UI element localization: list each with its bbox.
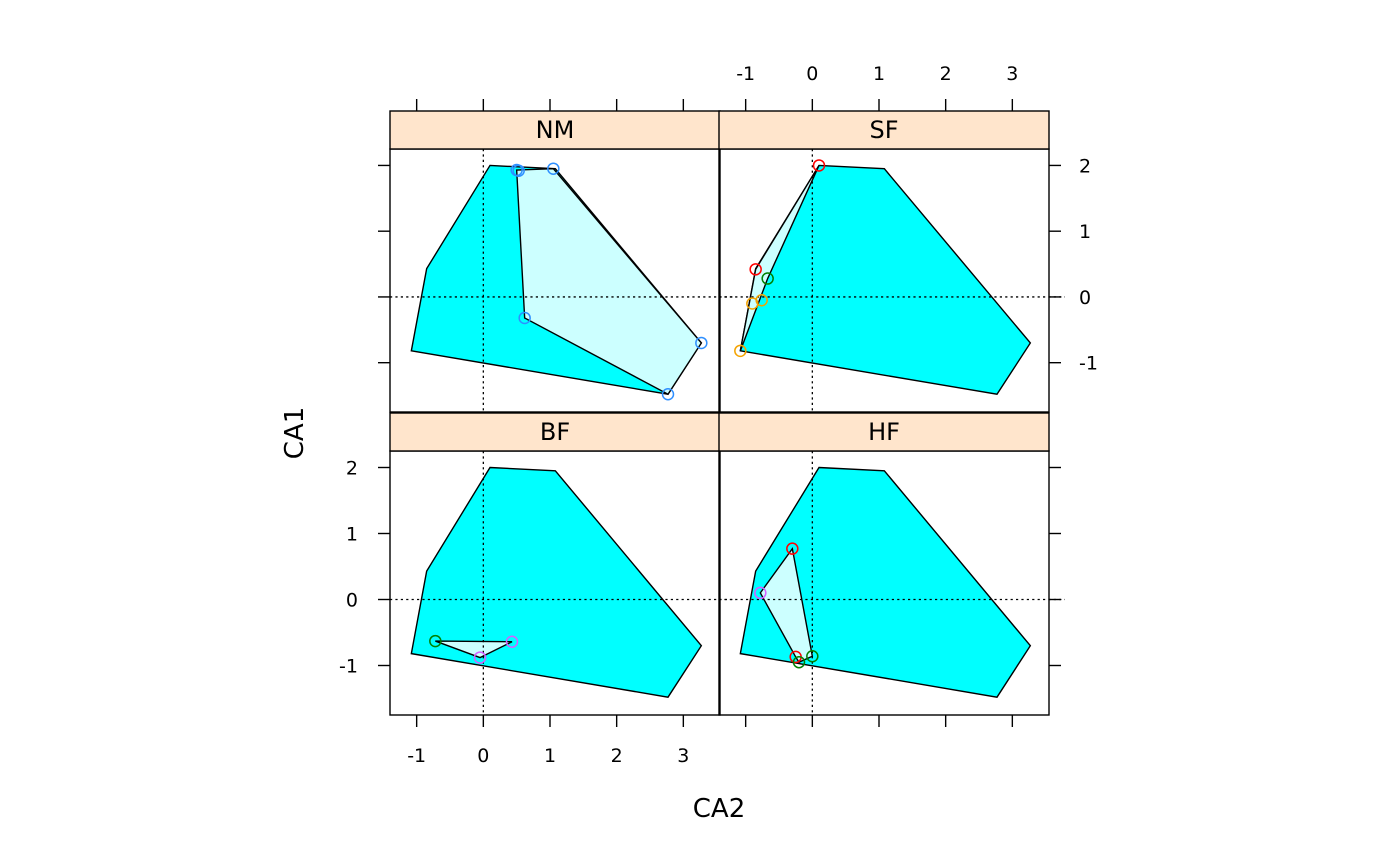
group-hull-polygon xyxy=(739,165,820,352)
data-point xyxy=(792,655,806,669)
x-tick-label: -1 xyxy=(736,63,755,85)
data-point xyxy=(754,586,767,600)
y-tick-label: 1 xyxy=(346,524,358,546)
x-tick-label: 2 xyxy=(940,63,952,85)
panel-nm: NM xyxy=(389,110,736,413)
strip-label: NM xyxy=(536,116,575,144)
y-axis-title: CA1 xyxy=(280,407,310,459)
x-tick-label: 3 xyxy=(1006,63,1018,85)
data-point xyxy=(749,263,762,276)
data-point xyxy=(429,634,442,648)
x-tick-label: 0 xyxy=(806,63,818,85)
strip-label: SF xyxy=(869,116,898,144)
group-hull-polygon xyxy=(435,640,513,659)
y-tick-label: 2 xyxy=(1079,155,1091,177)
x-tick-label: -1 xyxy=(407,745,426,767)
panel-sf: SF xyxy=(718,110,1065,413)
panel-plot-area xyxy=(739,149,1032,412)
panel-plot-area xyxy=(410,451,703,715)
data-point xyxy=(734,344,747,358)
strip-label: BF xyxy=(540,418,570,446)
data-point xyxy=(547,162,560,175)
strip-background xyxy=(389,110,721,150)
data-point xyxy=(661,387,675,401)
y-tick-label: -1 xyxy=(1079,353,1098,375)
x-tick-label: 2 xyxy=(611,745,623,767)
x-tick-label: 0 xyxy=(477,745,489,767)
overall-hull-polygon xyxy=(739,164,1032,396)
data-point xyxy=(786,542,799,555)
strip-background xyxy=(389,412,721,452)
data-point xyxy=(746,297,759,310)
strip-label: HF xyxy=(868,418,900,446)
panel-plot-area xyxy=(410,149,703,412)
panel-hf: HF xyxy=(718,412,1065,716)
y-tick-label: 0 xyxy=(1079,287,1091,309)
strip-background xyxy=(718,110,1050,150)
overall-hull-polygon xyxy=(410,466,703,698)
data-point xyxy=(512,164,525,177)
x-tick-label: 1 xyxy=(873,63,885,85)
data-point xyxy=(695,336,708,350)
x-tick-label: 1 xyxy=(544,745,556,767)
panel-plot-area xyxy=(739,451,1032,715)
x-tick-label: 3 xyxy=(677,745,689,767)
data-point xyxy=(812,159,826,172)
y-tick-label: 2 xyxy=(346,458,358,480)
group-hull-polygon xyxy=(759,546,814,664)
overall-hull-polygon xyxy=(739,466,1032,698)
data-point xyxy=(505,635,519,648)
y-tick-label: -1 xyxy=(339,656,358,678)
data-point xyxy=(806,650,819,663)
x-axis-title: CA2 xyxy=(693,794,745,824)
panel-bf: BF xyxy=(389,412,736,716)
data-point xyxy=(473,651,487,664)
y-tick-label: 0 xyxy=(346,590,358,612)
data-point xyxy=(761,272,774,285)
strip-background xyxy=(718,412,1050,452)
data-point xyxy=(518,311,531,325)
y-tick-label: 1 xyxy=(1079,221,1091,243)
